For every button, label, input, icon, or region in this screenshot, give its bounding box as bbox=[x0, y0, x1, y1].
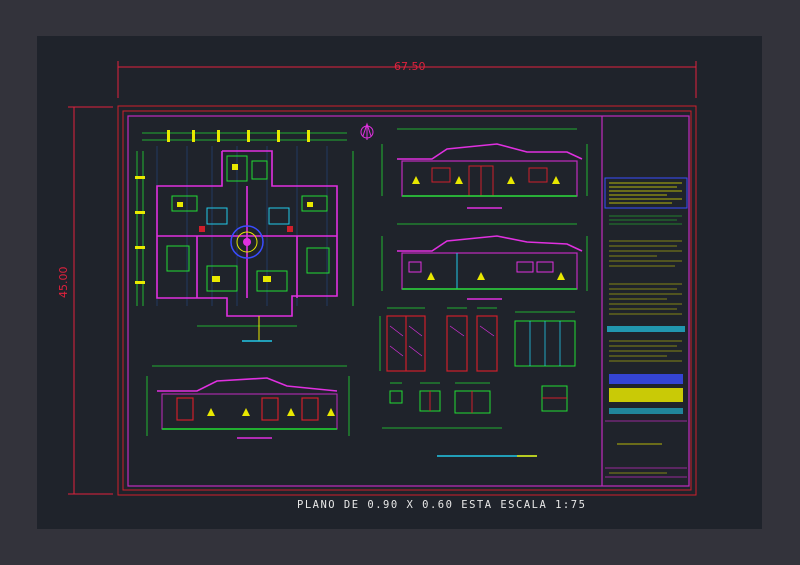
overall-height-dimension: 45.00 bbox=[57, 266, 70, 299]
north-arrow-icon bbox=[360, 122, 374, 140]
front-elevation-drawing[interactable] bbox=[381, 128, 588, 209]
frame-border bbox=[127, 115, 690, 487]
scale-caption: PLANO DE 0.90 X 0.60 ESTA ESCALA 1:75 bbox=[297, 499, 587, 511]
outer-sheet-border bbox=[117, 105, 697, 496]
overall-dimensions bbox=[68, 61, 697, 495]
overall-width-dimension: 67.50 bbox=[394, 60, 426, 73]
cad-sheet-drawing bbox=[68, 61, 697, 496]
drawing-canvas[interactable]: 67.50 45.00 PLANO DE 0.90 X 0.60 ESTA ES… bbox=[37, 36, 762, 529]
inner-sheet-border bbox=[122, 110, 692, 491]
floor-plan-drawing[interactable] bbox=[135, 130, 354, 342]
rear-elevation-drawing[interactable] bbox=[381, 223, 588, 300]
window-detail-drawing[interactable] bbox=[382, 382, 568, 457]
cross-section-drawing[interactable] bbox=[146, 365, 350, 439]
title-block-panel[interactable] bbox=[601, 116, 688, 486]
door-detail-drawing[interactable] bbox=[379, 307, 576, 372]
